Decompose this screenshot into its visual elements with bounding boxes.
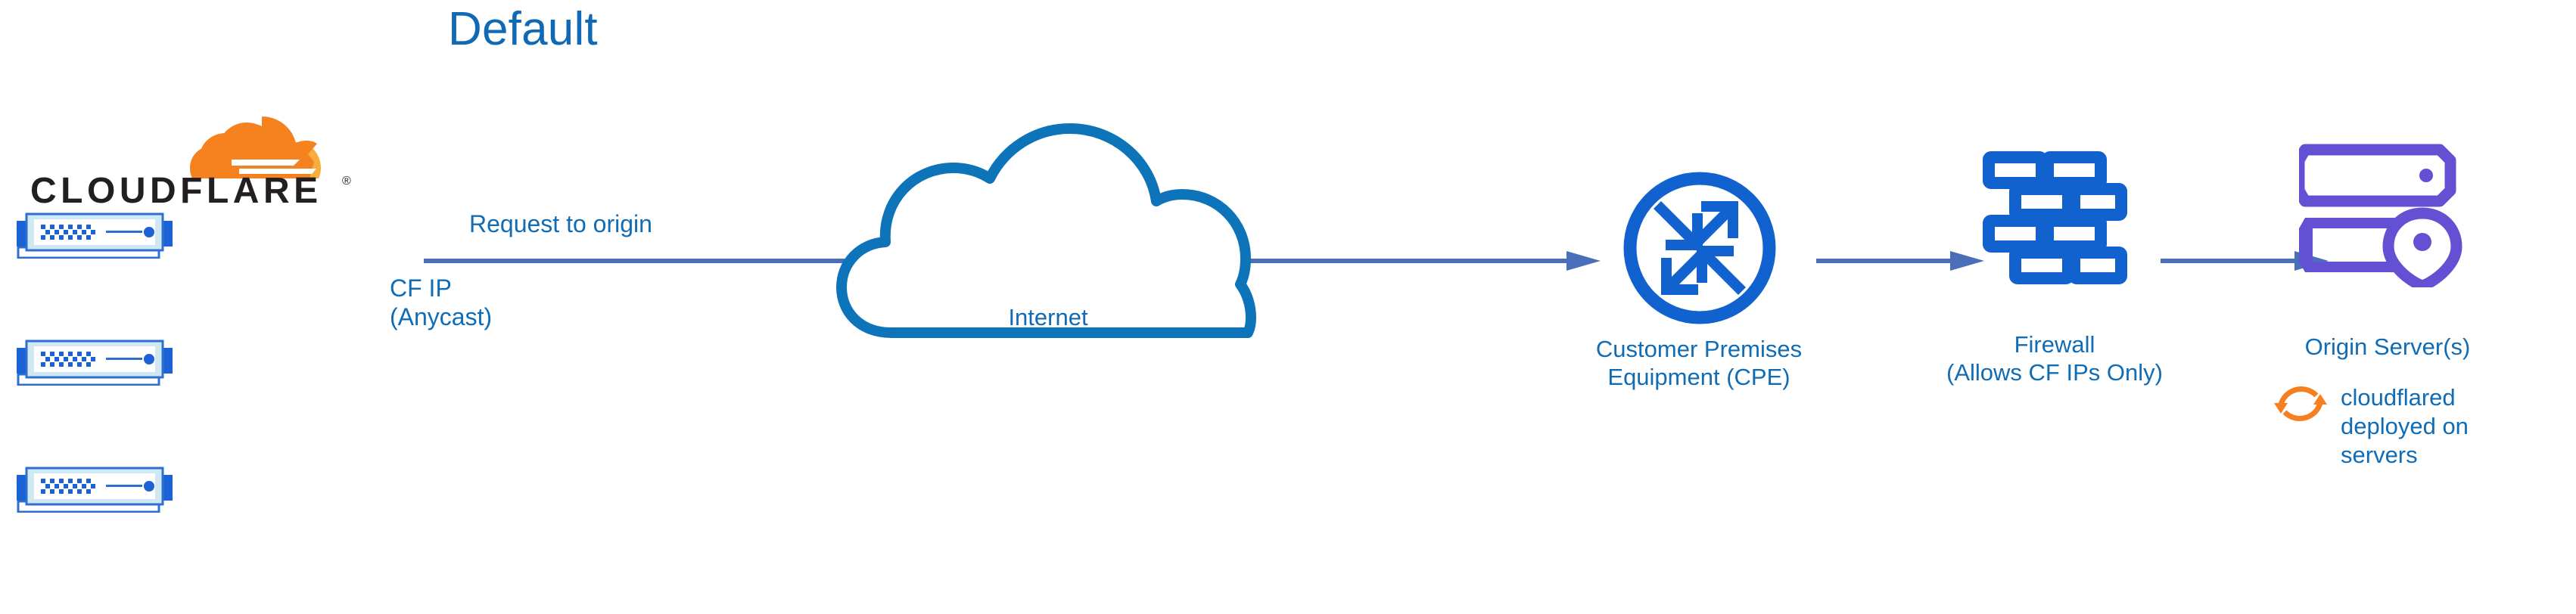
cloudflared-note: cloudflared deployed on servers	[2273, 376, 2575, 469]
label-request-to-origin: Request to origin	[469, 210, 652, 237]
cloudflare-cloud-logo-icon	[190, 116, 321, 178]
svg-text:®: ®	[342, 175, 351, 188]
server-stack-location-pin-icon	[2299, 144, 2462, 287]
arrow-cpe-to-firewall	[1816, 246, 1984, 276]
cloudflare-logo: CLOUDFLARE ®	[30, 112, 363, 209]
cloudflare-wordmark: CLOUDFLARE ®	[30, 171, 351, 209]
label-customer-premises-equipment: Customer Premises Equipment (CPE)	[1595, 336, 1803, 391]
sync-arrows-icon	[2273, 376, 2329, 432]
cloudflare-server-unit	[17, 212, 173, 259]
label-firewall: Firewall (Allows CF IPs Only)	[1946, 331, 2163, 386]
router-four-arrows-icon	[1619, 168, 1780, 328]
svg-text:CLOUDFLARE: CLOUDFLARE	[30, 171, 322, 209]
label-origin-servers: Origin Server(s)	[2304, 333, 2471, 360]
brick-wall-firewall-icon	[1981, 150, 2129, 307]
label-cf-ip-anycast: CF IP (Anycast)	[390, 274, 493, 331]
cloudflare-server-unit	[17, 339, 173, 386]
cloudflared-note-text: cloudflared deployed on servers	[2341, 384, 2469, 468]
cloudflare-server-unit	[17, 466, 173, 513]
page-title: Default	[448, 3, 598, 55]
cloud-outline-icon	[832, 106, 1264, 340]
